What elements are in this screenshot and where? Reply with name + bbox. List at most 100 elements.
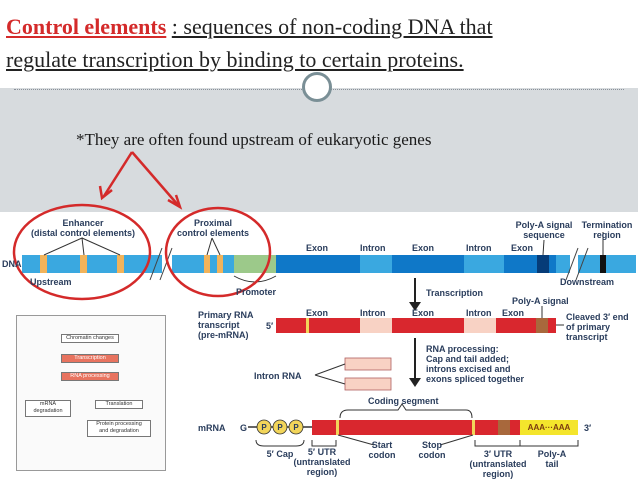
inset-mrna-deg-2: degradation <box>33 408 63 414</box>
inset-protein-1: Protein processing <box>96 421 142 427</box>
proximal-element-1 <box>204 255 210 273</box>
excised-intron-2 <box>344 377 392 391</box>
excised-intron-1 <box>344 357 392 371</box>
intron-1-dna <box>360 255 392 273</box>
pre-mrna-exon-3 <box>496 318 536 333</box>
exon-2-dna <box>392 255 464 273</box>
stop-codon-label-1: Stop <box>422 440 442 450</box>
phosphate-1 <box>256 419 272 435</box>
intron-2-dna <box>464 255 504 273</box>
proximal-pointer-b <box>211 237 221 256</box>
mrna-3prime-label: 3′ <box>584 423 592 433</box>
pre-mrna-intron-label-1: Intron <box>360 308 386 318</box>
pre-mrna-intron-1 <box>360 318 392 333</box>
title-text-2: regulate transcription by binding to cer… <box>6 47 464 72</box>
utr5-label-3: region) <box>306 467 338 477</box>
mrna-poly-a-signal <box>498 420 510 435</box>
inset-protein-2: and degradation <box>99 428 139 434</box>
enhancer-highlight-circle <box>12 203 152 301</box>
utr3-label-2: (untranslated <box>469 459 527 469</box>
poly-a-signal-label: Poly-A signal <box>512 296 569 306</box>
enhancer-pointer-a <box>43 237 85 256</box>
intron-rna-pieces <box>314 357 392 391</box>
cap-g-label: G <box>240 423 248 433</box>
mrna-coding-body <box>312 420 498 435</box>
primary-label-3: (pre-mRNA) <box>198 330 249 340</box>
proximal-element-2 <box>217 255 223 273</box>
dna-downstream-segment <box>578 255 636 273</box>
dna-post-exon <box>556 255 570 273</box>
proximal-sub-label: control elements <box>176 228 250 238</box>
processing-label-1: RNA processing: <box>426 344 499 354</box>
utr5-bracket <box>311 440 337 447</box>
primary-label-1: Primary RNA <box>198 310 254 320</box>
poly-a-sequence-label-1: Poly-A signal <box>515 220 573 230</box>
poly-a-tail-label-2: tail <box>545 459 559 469</box>
cleaved-label-2: of primary <box>566 322 611 332</box>
pre-mrna-exon-label-1: Exon <box>306 308 329 318</box>
dna-exon-label-1: Exon <box>306 243 329 253</box>
enhancer-sub-label: (distal control elements) <box>30 228 136 238</box>
red-annotations <box>12 151 272 301</box>
dna-label: DNA <box>2 259 22 269</box>
processing-label-3: introns excised and <box>426 364 511 374</box>
enhancer-element-2 <box>80 255 87 273</box>
cleaved-label-3: transcript <box>566 332 608 342</box>
dna-exon-label-2: Exon <box>412 243 435 253</box>
stop-codon-pointer <box>439 434 474 446</box>
title-keyword: Control elements <box>6 14 167 39</box>
element-pointers <box>43 232 604 256</box>
transcription-label: Transcription <box>426 288 484 298</box>
utr5-label-1: 5′ UTR <box>307 447 337 457</box>
phosphate-label-1: P <box>261 423 267 432</box>
pre-mrna-exon-1 <box>276 318 360 333</box>
arrow-to-enhancer <box>102 151 134 197</box>
poly-a-seq-pointer <box>542 239 545 256</box>
poly-a-tail-text: AAA···AAA <box>527 423 571 432</box>
promoter-bracket <box>233 275 277 283</box>
inset-chromatin-box: Chromatin changes <box>61 334 119 343</box>
break-mark-1a <box>149 247 163 281</box>
utr3-bracket <box>474 440 521 447</box>
cap-label: 5′ Cap <box>266 449 294 459</box>
start-codon-pointer <box>337 434 375 446</box>
inset-transcription-box: Transcription <box>61 354 119 363</box>
pre-mrna-exon-label-2: Exon <box>412 308 435 318</box>
gene-expression-inset: Chromatin changes Transcription RNA proc… <box>16 315 166 471</box>
proximal-label: Proximal <box>193 218 233 228</box>
utr3-label-1: 3′ UTR <box>483 449 513 459</box>
mrna-label: mRNA <box>198 423 226 433</box>
processing-label-2: Cap and tail added; <box>426 354 510 364</box>
poly-a-tail <box>520 420 578 435</box>
stop-codon-mark <box>472 420 475 435</box>
start-codon-label-2: codon <box>368 450 396 460</box>
cap-bracket <box>255 439 305 447</box>
proximal-pointer-a <box>206 237 213 256</box>
termination-label-1: Termination <box>581 220 633 230</box>
phosphate-label-2: P <box>277 423 283 432</box>
pre-mrna-exon-label-3: Exon <box>502 308 525 318</box>
dna-exon-label-3: Exon <box>511 243 534 253</box>
inset-protein-box: Protein processing and degradation <box>87 420 151 437</box>
arrow-head-enhancer <box>98 185 113 201</box>
intron-pointer-a <box>314 363 346 376</box>
poly-a-signal-sequence <box>537 255 549 273</box>
promoter-label: Promoter <box>236 287 277 297</box>
phosphate-label-3: P <box>293 423 299 432</box>
proximal-highlight-circle <box>164 206 272 298</box>
intron-rna-label: Intron RNA <box>254 371 302 381</box>
exon-1-dna <box>276 255 360 273</box>
enhancer-element-3 <box>117 255 124 273</box>
arrow-to-proximal <box>131 151 179 206</box>
inset-mrna-degradation-box: mRNA degradation <box>25 400 71 417</box>
break-mark-2a <box>565 247 579 281</box>
tail-bracket <box>519 440 579 447</box>
dna-intron-label-2: Intron <box>466 243 492 253</box>
inset-mrna-deg-1: mRNA <box>39 401 57 407</box>
poly-a-sequence-label-2: sequence <box>523 230 565 240</box>
dna-strand <box>22 247 636 281</box>
pre-mrna-exon-2 <box>392 318 464 333</box>
inset-translation-box: Translation <box>95 400 143 409</box>
